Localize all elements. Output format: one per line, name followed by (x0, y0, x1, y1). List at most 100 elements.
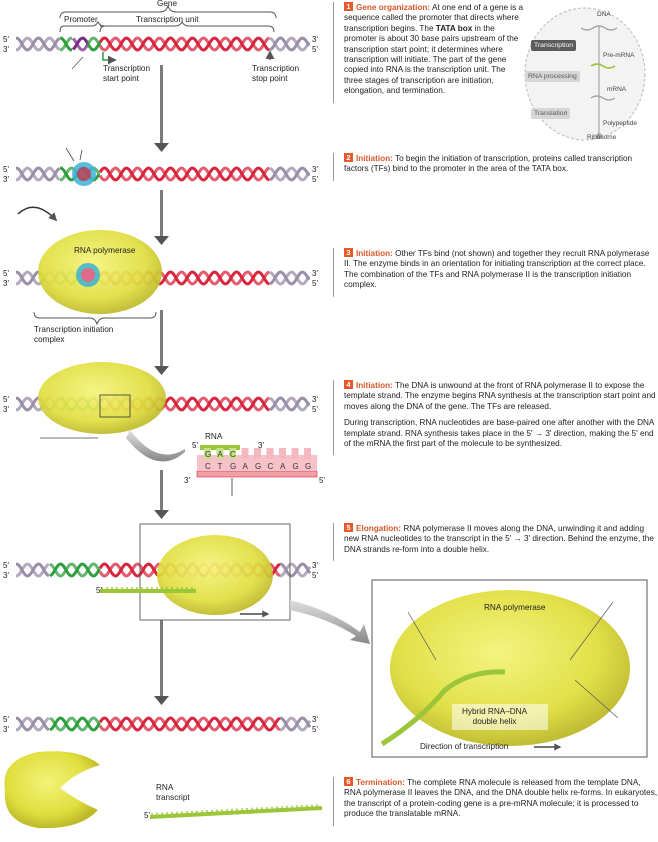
strand-end-label: 3' (312, 715, 318, 724)
base-bottom: T (218, 462, 223, 471)
dna-step6-0 (15, 716, 50, 732)
nucleotide (254, 448, 261, 459)
overview-translation: Translation (531, 108, 571, 119)
dna-step2-2 (98, 166, 270, 182)
step-3-number: 3 (344, 248, 353, 257)
strand-end-label: 5' (312, 45, 318, 54)
flow-arrows (154, 65, 169, 705)
nucleotide (229, 448, 236, 459)
strand-end-label: 3' (3, 571, 9, 580)
dna-step4-3 (269, 396, 311, 412)
rna-ticks (101, 587, 318, 817)
curved-zoom-arrow-1 (126, 430, 200, 462)
zoom-box-elongation (139, 523, 291, 621)
dna-step1-5 (269, 36, 311, 52)
stop-point-label: Transcription stop point (252, 64, 300, 83)
nucleotide (291, 448, 299, 459)
base-bottom: G (293, 462, 299, 471)
base-bottom: G (230, 462, 236, 471)
dna-step1-1 (59, 36, 73, 52)
strand-end-label: 5' (312, 279, 318, 288)
dna-step2-3 (269, 166, 311, 182)
base-bottom: A (243, 462, 249, 471)
overview-pre-mrna: Pre-mRNA (603, 52, 635, 59)
step-5-title: Elongation: (356, 524, 402, 533)
strand-end-label: 5' (312, 571, 318, 580)
strand-end-label: 5' (312, 405, 318, 414)
strand-end-label: 5' (319, 476, 325, 485)
base-bottom: C (205, 462, 211, 471)
dna-step6-2 (98, 716, 281, 732)
rna-polymerase-label: RNA polymerase (74, 246, 136, 255)
strand-end-label: 3' (312, 35, 318, 44)
initiation-complex-label: Transcription initiation complex (34, 325, 114, 344)
step-5-body: RNA polymerase II moves along the DNA, u… (344, 524, 654, 554)
pointer-zoom-3 (574, 679, 619, 719)
zoom-polymerase-label: RNA polymerase (484, 603, 546, 612)
nucleotide (204, 448, 211, 459)
base-bottom: C (268, 462, 274, 471)
step-4-title: Initiation: (356, 381, 393, 390)
step-4-number: 4 (344, 380, 353, 389)
start-arrow (102, 52, 117, 65)
dna-step3-3 (269, 270, 311, 286)
hybrid-label: Hybrid RNA–DNA double helix (462, 707, 528, 726)
tf-pointer-1 (65, 147, 75, 162)
rna-strand-zoomed (380, 669, 506, 747)
step-1-body: At one end of a gene is a sequence calle… (344, 3, 524, 33)
rna-polymerase-zoomed (390, 590, 630, 746)
pointer-zoom-2 (569, 601, 614, 661)
step-4-body: The DNA is unwound at the front of RNA p… (344, 381, 656, 411)
dna-step5-1 (49, 562, 101, 578)
step-2-body: To begin the initiation of transcription… (344, 154, 633, 174)
strand-end-label: 5' (3, 395, 9, 404)
transcription-unit-label: Transcription unit (136, 15, 199, 24)
nucleotide (266, 448, 274, 459)
nucleotide (304, 448, 311, 459)
step-3-body: Other TFs bind (not shown) and together … (344, 249, 650, 290)
strand-end-label: 3' (312, 395, 318, 404)
step-6-body: The complete RNA molecule is released fr… (344, 778, 658, 819)
dna-step6-1 (49, 716, 101, 732)
rna-polymerase-released (4, 751, 101, 829)
hybrid-box (452, 704, 548, 730)
step-2-number: 2 (344, 153, 353, 162)
overview-transcription: Transcription (531, 40, 577, 51)
base-bottom: A (280, 462, 286, 471)
step-2-title: Initiation: (356, 154, 393, 163)
strand-end-label: 5' (3, 715, 9, 724)
step-1-body2: in the promoter is about 30 base pairs u… (344, 23, 519, 96)
step-6-number: 6 (344, 777, 353, 786)
overview-dna: DNA (597, 11, 611, 18)
rna-polymerase-step4 (38, 362, 166, 434)
rna-transcript-label: RNA transcript (156, 783, 190, 802)
strand-end-label: 3' (3, 405, 9, 414)
curved-arrow (17, 206, 58, 222)
tata-pointer (71, 56, 84, 70)
base-top: G (205, 450, 211, 459)
strand-end-label: 3' (312, 269, 318, 278)
strand-end-label: 3' (3, 45, 9, 54)
promoter-label: Promoter (64, 15, 98, 24)
tf-complex-core (81, 268, 95, 282)
dna-step1-2 (71, 36, 90, 52)
strand-end-label: 3' (312, 165, 318, 174)
step-3-title: Initiation: (356, 249, 393, 258)
base-bottom: G (305, 462, 311, 471)
base-top: C (230, 450, 236, 459)
strand-end-label: 5' (312, 725, 318, 734)
dna-step1-3 (86, 36, 102, 52)
strand-end-label: 3' (312, 561, 318, 570)
dna-step6-3 (279, 716, 312, 732)
base-bottom: G (255, 462, 261, 471)
nucleotide (279, 448, 286, 459)
step-1-title: Gene organization: (356, 3, 431, 12)
dna-step1-4 (98, 36, 270, 52)
strand-end-label: 3' (3, 725, 9, 734)
direction-label: Direction of transcription (420, 742, 509, 751)
zoom-box-small (99, 394, 131, 418)
